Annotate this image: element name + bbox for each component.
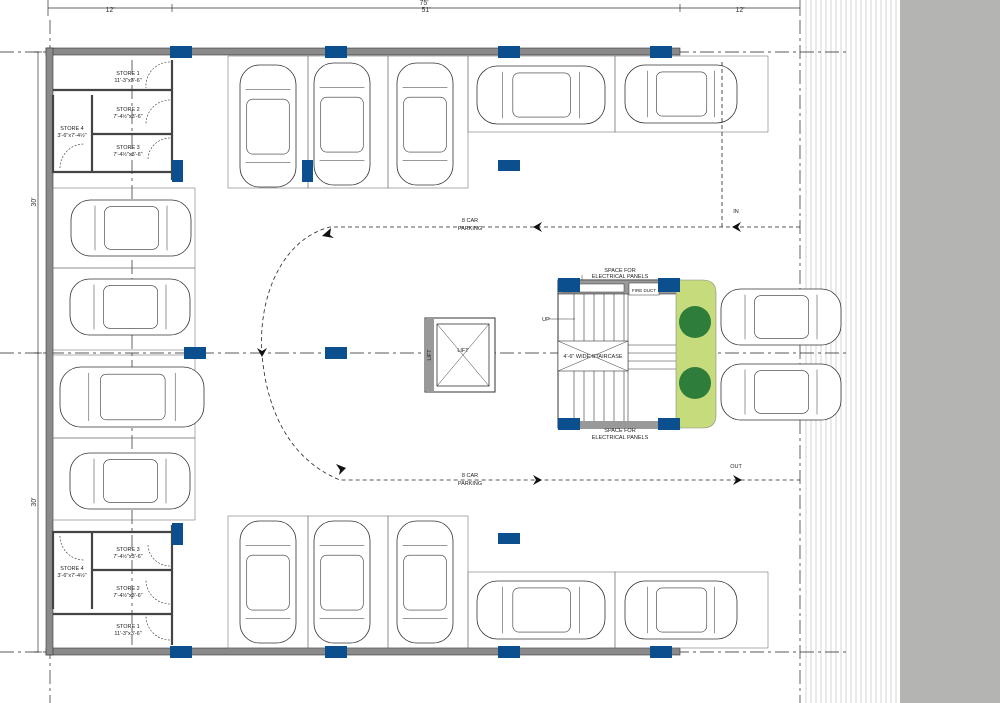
staircase-label: 4'-6" WIDE STAIRCASE [563,354,622,360]
column [658,418,680,430]
store-doors [59,61,171,641]
dim-overall: 75' [419,0,428,7]
car-icon [70,199,192,257]
column [650,646,672,658]
exit-label: OUT [730,464,742,470]
dim-upper-height: 30' [31,197,38,206]
cars [59,62,842,644]
car-icon [624,580,738,640]
column [302,160,313,182]
column [172,160,183,182]
car-icon [313,62,371,186]
column [558,278,580,292]
lower-parking-label-1: 8 CAR [462,473,478,479]
column [498,533,520,544]
store-4-size: 3'-6"x7'-4½" [57,572,86,579]
store-1-label: STORE 1 [116,624,139,630]
fire-duct-label: FIRE DUCT [632,288,656,293]
road [900,0,1000,703]
column [498,160,520,171]
column [325,46,347,58]
column [184,347,206,359]
store-1-label: STORE 1 [116,71,139,77]
store-2-label: STORE 2 [116,107,139,113]
car-icon [239,520,297,644]
column [498,46,520,58]
store-2-label: STORE 2 [116,586,139,592]
tree-icon [679,306,711,338]
staircase: FIRE DUCT 4'-6" WIDE STAIRCASE UP SPACE … [542,268,681,441]
panels-top-label-2: ELECTRICAL PANELS [592,274,649,280]
car-icon [476,580,606,640]
lower-parking-label-2: PARKING [458,481,482,487]
car-icon [69,278,191,336]
store-4-label: STORE 4 [60,566,83,572]
columns [170,46,680,658]
direction-arrows [257,222,742,485]
store-4-label: STORE 4 [60,126,83,132]
upper-parking-label-2: PARKING [458,226,482,232]
dim-lower-height: 30' [31,497,38,506]
store-3-size: 7'-4½"x3'-6" [113,553,142,560]
column [650,46,672,58]
parking-stalls [52,55,769,649]
column [170,46,192,58]
column [658,278,680,292]
car-icon [720,288,842,346]
store-walls [51,60,174,645]
store-4-size: 3'-6"x7'-4½" [57,132,86,139]
column [325,646,347,658]
store-1-size: 11'-3"x3'-6" [114,78,141,84]
car-icon [69,452,191,510]
store-2-size: 7'-4½"x3'-6" [113,592,142,599]
store-2-size: 7'-4½"x3'-6" [113,113,142,120]
car-icon [624,64,738,124]
car-icon [313,520,371,644]
column [325,347,347,359]
car-icon [59,366,205,428]
stair-up-label: UP [542,317,550,323]
car-icon [396,520,454,644]
column [172,523,183,545]
column [498,646,520,658]
panels-bottom-label-2: ELECTRICAL PANELS [592,435,649,441]
dim-middle: 51' [421,7,430,14]
car-icon [396,62,454,186]
stores-bottom: STORE 1 11'-3"x3'-6" STORE 2 7'-4½"x3'-6… [57,547,142,637]
dim-left: 12' [105,7,114,14]
store-3-size: 7'-4½"x3'-6" [113,151,142,158]
stores-top: STORE 1 11'-3"x3'-6" STORE 2 7'-4½"x3'-6… [57,71,142,158]
ramp-lines [805,0,897,703]
car-icon [239,64,297,188]
lift-core: LIFT LIFT [424,317,496,393]
store-3-label: STORE 3 [116,145,139,151]
upper-parking-label-1: 8 CAR [462,218,478,224]
car-icon [720,363,842,421]
column [170,646,192,658]
outer-walls [45,47,681,656]
store-3-label: STORE 3 [116,547,139,553]
panels-top-label-1: SPACE FOR [604,268,635,274]
column [558,418,580,430]
store-1-size: 11'-3"x3'-6" [114,631,141,637]
dim-right: 12' [735,7,744,14]
entry-label: IN [733,209,739,215]
tree-icon [679,367,711,399]
car-icon [476,65,606,125]
lift-label: LIFT [457,348,469,354]
planter [675,279,717,429]
lift-shaft-label: LIFT [427,349,433,361]
panels-bottom-label-1: SPACE FOR [604,428,635,434]
